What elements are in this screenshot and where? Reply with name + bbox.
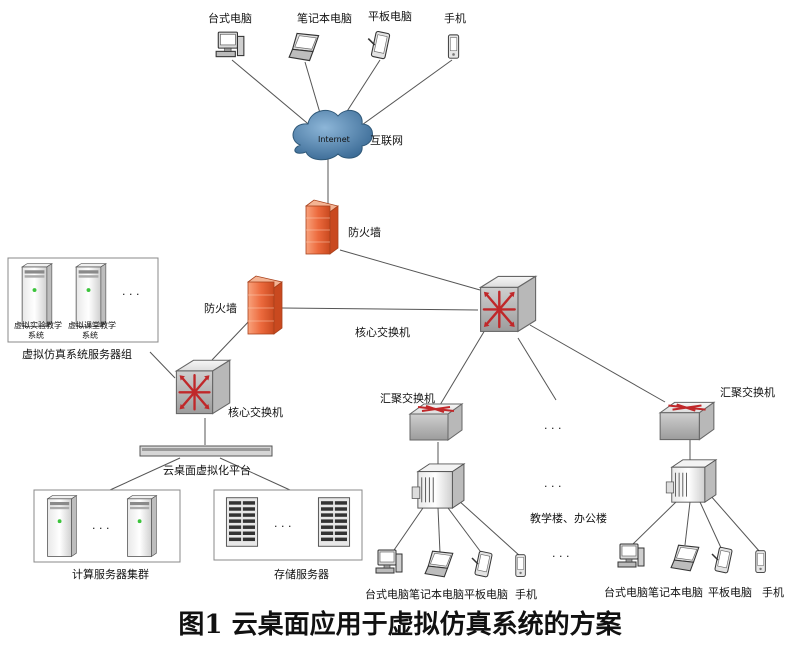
- server2-name-line2: 系统: [82, 330, 98, 340]
- laptop-icon: [424, 550, 454, 578]
- ellipsis-mid: · · ·: [544, 480, 561, 493]
- server-group-box: [7, 257, 159, 343]
- tablet-icon: [471, 550, 494, 578]
- bottom-right-devices: 台式电脑 笔记本电脑 平板电脑 手机: [604, 543, 784, 599]
- br-laptop-label: 笔记本电脑: [648, 585, 703, 599]
- agg-switch-right: 汇聚交换机: [659, 385, 775, 441]
- agg-switch-left: 汇聚交换机: [380, 391, 463, 441]
- phone-icon: [447, 34, 460, 59]
- middle-annotations: · · · · · · · · · 教学楼、办公楼: [530, 422, 607, 563]
- br-phone-label: 手机: [762, 585, 784, 599]
- server-icon: [75, 263, 107, 327]
- storage-rack-icon: [317, 497, 351, 547]
- ellipsis-low: · · ·: [552, 550, 569, 563]
- internet-cloud: Internet 互联网: [292, 109, 403, 161]
- bl-tablet-label: 平板电脑: [464, 587, 508, 601]
- top-devices: 台式电脑 笔记本电脑 平板电脑 手机: [208, 9, 466, 62]
- switch-icon: [659, 401, 715, 441]
- server-group-ellipsis: · · ·: [122, 288, 139, 301]
- server2-name-line1: 虚拟课堂教学: [68, 320, 116, 330]
- desktop-icon: [215, 31, 245, 58]
- switch-icon: [479, 275, 537, 333]
- top-device-desktop-label: 台式电脑: [208, 11, 252, 25]
- server-icon: [127, 495, 157, 557]
- storage-rack-icon: [225, 497, 259, 547]
- firewall-left-label: 防火墙: [204, 301, 237, 315]
- server-group-title: 虚拟仿真系统服务器组: [22, 347, 132, 361]
- bl-desktop-label: 台式电脑: [365, 587, 409, 601]
- ellipsis-top: · · ·: [544, 422, 561, 435]
- tablet-icon: [367, 30, 391, 60]
- storage-box: [213, 489, 363, 561]
- switch-icon: [175, 359, 231, 415]
- server-group: · · · 虚拟实验教学 系统 虚拟课堂教学 系统 虚拟仿真系统服务器组: [7, 257, 159, 361]
- bl-phone-label: 手机: [515, 587, 537, 601]
- bottom-left-devices: 台式电脑 笔记本电脑 平板电脑 手机: [365, 549, 537, 601]
- phone-icon: [755, 550, 766, 573]
- firewall-top: 防火墙: [305, 199, 381, 255]
- cloud-text: Internet: [318, 135, 350, 144]
- top-device-phone-label: 手机: [444, 11, 466, 25]
- bl-laptop-label: 笔记本电脑: [409, 587, 464, 601]
- firewall-left: 防火墙: [204, 275, 283, 335]
- desktop-icon: [375, 549, 403, 574]
- phone-icon: [515, 554, 526, 577]
- server-icon: [47, 495, 77, 557]
- br-tablet-label: 平板电脑: [708, 585, 752, 599]
- br-desktop-label: 台式电脑: [604, 585, 648, 599]
- host-icon: [665, 459, 717, 503]
- compute-cluster: · · · 计算服务器集群: [33, 489, 181, 581]
- cloud-icon: [292, 109, 373, 161]
- compute-cluster-box: [33, 489, 181, 563]
- core-switch-main-label: 核心交换机: [355, 325, 410, 339]
- internet-label: 互联网: [370, 134, 403, 147]
- core-switch-main: 核心交换机: [355, 275, 537, 339]
- building-label: 教学楼、办公楼: [530, 511, 607, 525]
- laptop-icon: [670, 544, 700, 572]
- storage-servers: · · · 存储服务器: [213, 489, 363, 581]
- virtualization-platform: 云桌面虚拟化平台: [139, 445, 273, 477]
- compute-ellipsis: · · ·: [92, 522, 109, 535]
- host-icon: [411, 463, 465, 509]
- server1-name-line2: 系统: [28, 330, 44, 340]
- server1-name-line1: 虚拟实验教学: [14, 320, 62, 330]
- compute-cluster-label: 计算服务器集群: [72, 567, 149, 581]
- core-switch-left-label: 核心交换机: [228, 405, 283, 419]
- tablet-icon: [711, 546, 734, 574]
- platform-label: 云桌面虚拟化平台: [163, 463, 251, 477]
- firewall-top-label: 防火墙: [348, 225, 381, 239]
- server-icon: [21, 263, 53, 327]
- figure-caption: 图1 云桌面应用于虚拟仿真系统的方案: [178, 610, 622, 640]
- top-device-laptop-label: 笔记本电脑: [297, 11, 352, 25]
- agg-switch-right-label: 汇聚交换机: [720, 385, 775, 399]
- storage-label: 存储服务器: [274, 567, 329, 581]
- agg-switch-left-label: 汇聚交换机: [380, 391, 435, 405]
- top-device-tablet-label: 平板电脑: [368, 9, 412, 23]
- laptop-icon: [288, 32, 320, 62]
- switch-icon: [409, 403, 463, 441]
- desktop-icon: [617, 543, 645, 568]
- connection-lines: [109, 59, 761, 557]
- core-switch-left: 核心交换机: [175, 359, 283, 419]
- storage-ellipsis: · · ·: [274, 520, 291, 533]
